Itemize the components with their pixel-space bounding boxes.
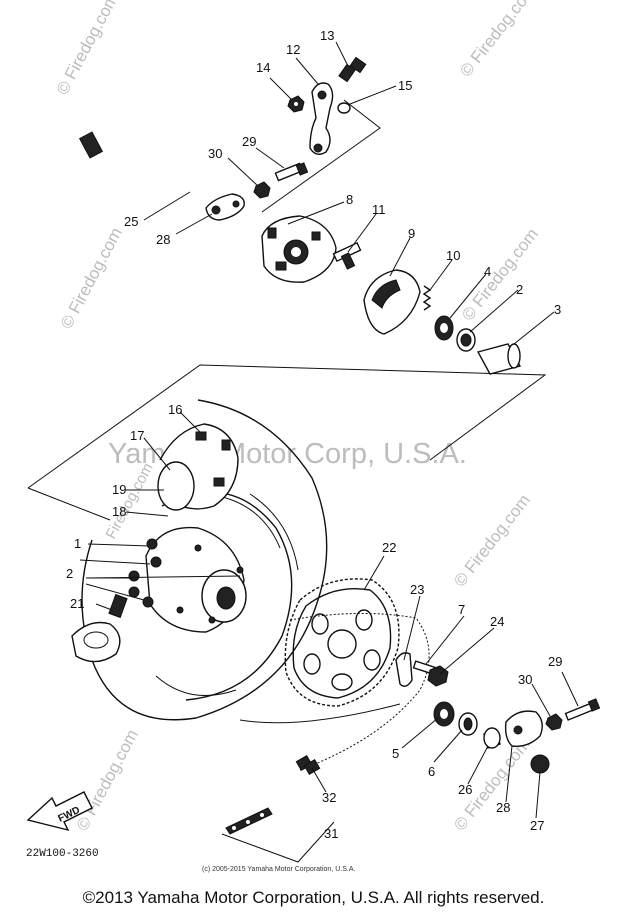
wheel-hub bbox=[145, 526, 247, 633]
part-number-22: 22 bbox=[382, 540, 396, 555]
part-number-30-right: 30 bbox=[518, 672, 532, 687]
axle-adjuster bbox=[205, 193, 245, 221]
part-number-15: 15 bbox=[398, 78, 412, 93]
part-number-4: 4 bbox=[484, 264, 491, 279]
right-oil-seal bbox=[458, 712, 478, 736]
part-number-24: 24 bbox=[490, 614, 504, 629]
firedog-watermark: © Firedog.com bbox=[73, 726, 142, 834]
firedog-watermark: © Firedog.com bbox=[53, 0, 122, 98]
footer-copyright: ©2013 Yamaha Motor Corporation, U.S.A. A… bbox=[82, 888, 545, 907]
part-number-18: 18 bbox=[112, 504, 126, 519]
part-number-6: 6 bbox=[428, 764, 435, 779]
chain-joint bbox=[295, 754, 321, 776]
part-number-7: 7 bbox=[458, 602, 465, 617]
lock-clip bbox=[71, 593, 128, 663]
brake-cam-lever bbox=[309, 82, 334, 155]
small-copyright: (c) 2005-2015 Yamaha Motor Corporation, … bbox=[202, 866, 355, 873]
part-number-29-right: 29 bbox=[548, 654, 562, 669]
chain-master-link bbox=[225, 807, 273, 835]
part-number-26: 26 bbox=[458, 782, 472, 797]
firedog-watermark: © Firedog.com bbox=[458, 225, 542, 325]
part-number-13: 13 bbox=[320, 28, 334, 43]
spacer-collar bbox=[476, 343, 522, 375]
axle-cap-nut bbox=[530, 754, 550, 774]
part-number-2-left: 2 bbox=[66, 566, 73, 581]
rear-sprocket bbox=[284, 578, 400, 707]
part-number-28-right: 28 bbox=[496, 800, 510, 815]
firedog-watermark: © Firedog.com bbox=[57, 224, 126, 332]
brake-camshaft bbox=[332, 241, 362, 270]
part-number-31: 31 bbox=[324, 826, 338, 841]
part-number-2: 2 bbox=[516, 282, 523, 297]
firedog-watermark: © Firedog.com bbox=[456, 0, 540, 80]
part-number-27: 27 bbox=[530, 818, 544, 833]
part-number-10: 10 bbox=[446, 248, 460, 263]
brake-hub bbox=[157, 423, 239, 511]
brake-shoe-plate bbox=[261, 215, 337, 283]
firedog-watermark-small: Firedog.com bbox=[103, 460, 157, 542]
rear-axle bbox=[78, 131, 197, 202]
right-axle-adjuster bbox=[504, 710, 543, 747]
diagram-code: 22W100-3260 bbox=[26, 848, 99, 860]
part-number-11: 11 bbox=[372, 202, 386, 217]
part-number-28: 28 bbox=[156, 232, 170, 247]
brake-shoe bbox=[363, 269, 421, 335]
part-number-14: 14 bbox=[256, 60, 270, 75]
lever-washer bbox=[337, 102, 351, 114]
right-collar bbox=[483, 727, 501, 749]
tension-bar-bolt bbox=[274, 162, 309, 182]
part-number-3: 3 bbox=[554, 302, 561, 317]
part-number-29: 29 bbox=[242, 134, 256, 149]
part-number-5: 5 bbox=[392, 746, 399, 761]
part-number-30: 30 bbox=[208, 146, 222, 161]
part-number-21: 21 bbox=[70, 596, 84, 611]
master-link-bracket bbox=[221, 821, 335, 863]
lever-bolt bbox=[338, 56, 367, 83]
part-number-25: 25 bbox=[124, 214, 138, 229]
part-number-16: 16 bbox=[168, 402, 182, 417]
part-number-8: 8 bbox=[346, 192, 353, 207]
part-number-labels: 13 12 14 15 29 30 25 28 8 11 9 10 4 2 3 … bbox=[66, 28, 562, 841]
part-number-32: 32 bbox=[322, 790, 336, 805]
adjuster-nut bbox=[545, 713, 563, 731]
part-number-23: 23 bbox=[410, 582, 424, 597]
part-number-12: 12 bbox=[286, 42, 300, 57]
chain-puller bbox=[395, 652, 413, 687]
part-number-1: 1 bbox=[74, 536, 81, 551]
oil-seal bbox=[434, 315, 454, 341]
leader-lines bbox=[79, 41, 579, 819]
bearing bbox=[456, 328, 476, 352]
part-number-9: 9 bbox=[408, 226, 415, 241]
part-number-19: 19 bbox=[112, 482, 126, 497]
part-number-17: 17 bbox=[130, 428, 144, 443]
firedog-watermark: © Firedog.com bbox=[450, 491, 534, 591]
shoe-spring bbox=[422, 285, 432, 311]
drive-chain bbox=[239, 612, 430, 771]
adjuster-bolt bbox=[564, 698, 601, 721]
right-bearing bbox=[433, 701, 455, 727]
assembly-boundary bbox=[27, 99, 547, 521]
